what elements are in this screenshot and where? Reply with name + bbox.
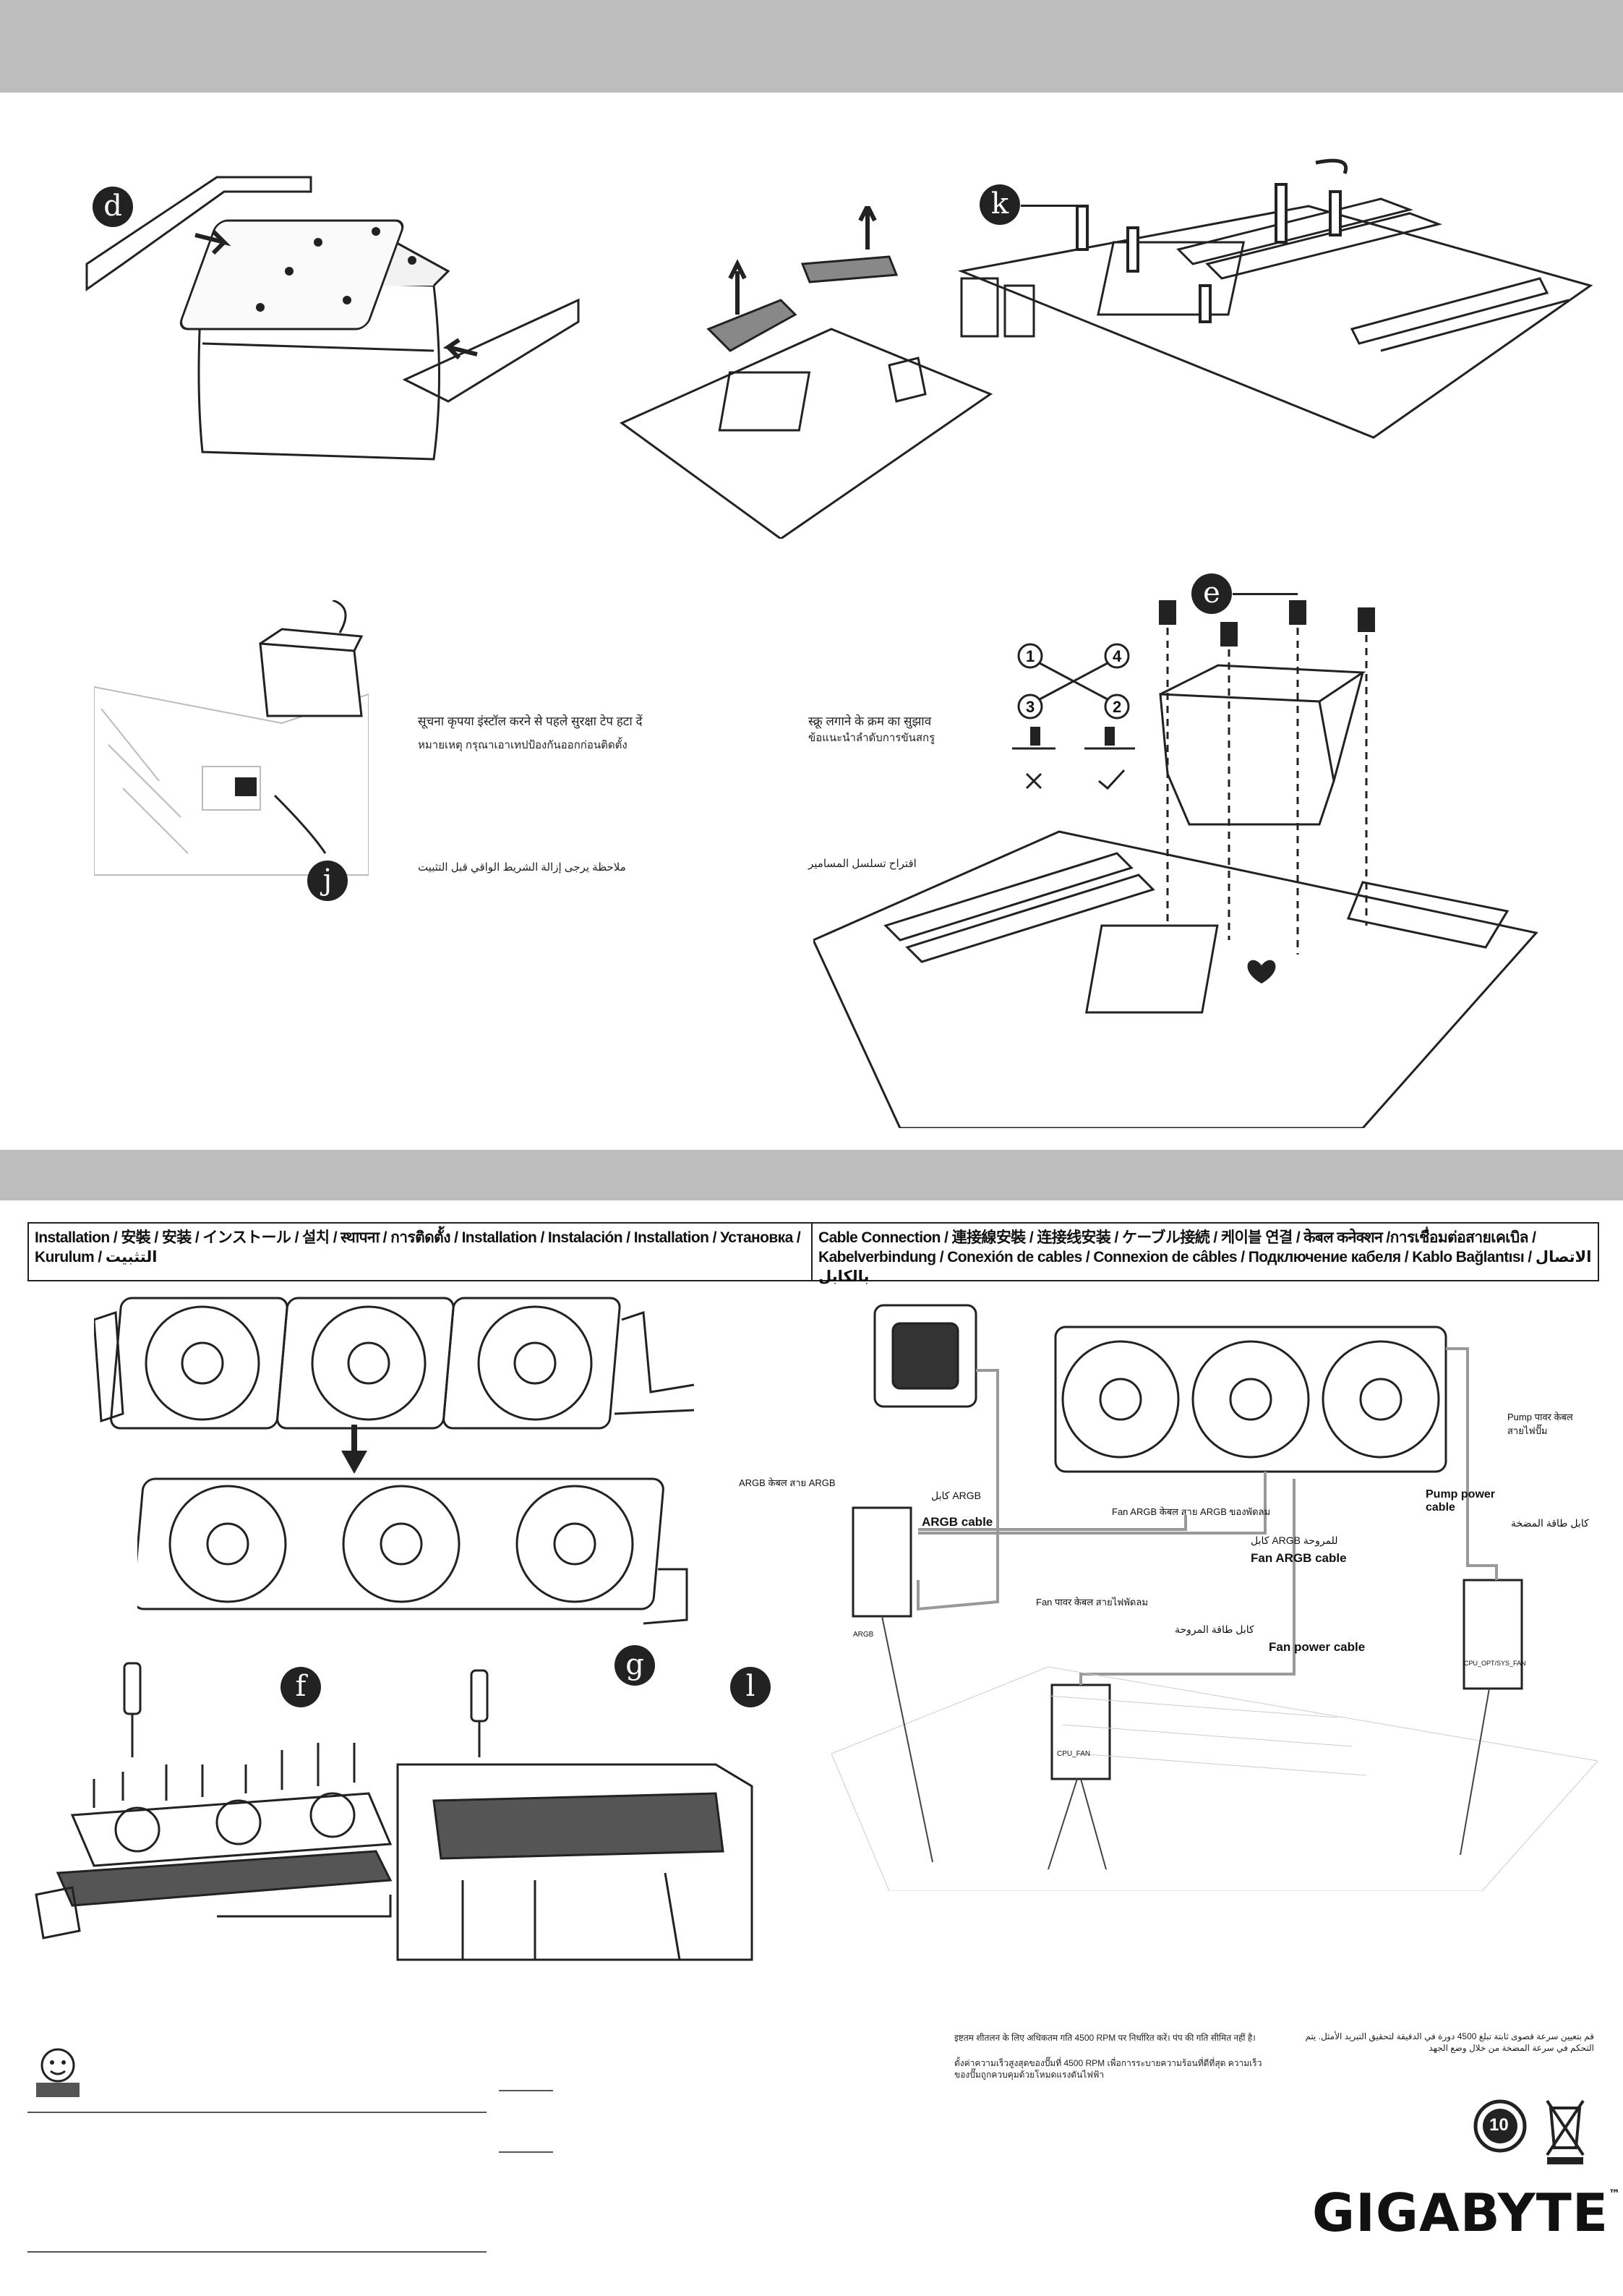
trademark-mark: ™: [1609, 2187, 1622, 2201]
top-band: [0, 0, 1623, 93]
note-tape-hindi: सूचना कृपया इंस्टॉल करने से पहले सुरक्षा…: [418, 714, 643, 728]
mascot-icon: [36, 2048, 80, 2097]
radiator-case-illustration: [396, 1669, 753, 1961]
fan-power-arabic-label: كابل طاقة المروحة: [1175, 1623, 1254, 1635]
brand-logo: GIGABYTE™: [1312, 2182, 1621, 2243]
step-f-marker: f: [281, 1667, 321, 1707]
note-tape-arabic: ملاحظة يرجى إزالة الشريط الواقي قبل التث…: [418, 861, 626, 874]
pump-header-label: CPU_OPT/SYS_FAN: [1464, 1660, 1526, 1667]
footer-short-rule-2: [499, 2151, 553, 2153]
argb-cable-local-label: ARGB केबल สาย ARGB: [739, 1477, 836, 1488]
step-d-marker: d: [93, 187, 133, 227]
pump-mount-illustration: [813, 600, 1538, 1128]
screw-order-2: 2: [1113, 698, 1122, 716]
step-k-leader: [1021, 205, 1079, 207]
fan-assembled-illustration: [137, 1477, 688, 1625]
screw-order-1: 1: [1026, 647, 1035, 665]
middle-band: [0, 1150, 1623, 1200]
note-screw-arabic: اقتراح تسلسل المسامير: [808, 858, 917, 870]
footer-rule-1: [27, 2112, 487, 2113]
screw-order-3: 3: [1026, 698, 1035, 716]
note-tape-thai: หมายเหตุ กรุณาเอาเทปป้องกันออกก่อนติดตั้…: [418, 739, 628, 751]
weee-bin-icon: [1546, 2099, 1585, 2164]
screw-order-4: 4: [1113, 647, 1122, 665]
brand-name: GIGABYTE: [1312, 2182, 1609, 2243]
pump-arabic-label: كابل طاقة المضخة: [1511, 1517, 1589, 1529]
argb-cable-label: ARGB cable: [922, 1515, 993, 1529]
eco-10-icon: [1473, 2099, 1527, 2153]
down-arrow-icon: [341, 1425, 367, 1474]
installation-header: Installation / 安裝 / 安装 / インストール / 설치 / स…: [27, 1222, 813, 1281]
step-l-marker: l: [730, 1667, 771, 1707]
fan-argb-cable-label: Fan ARGB cable: [1251, 1551, 1347, 1565]
step-e-leader: [1233, 593, 1298, 595]
step-g-marker: g: [614, 1645, 655, 1686]
step-e-marker: e: [1191, 573, 1232, 614]
fan-argb-local-label: Fan ARGB केबल สาย ARGB ของพัดลม: [1112, 1506, 1271, 1517]
standoff-install-illustration: [957, 158, 1593, 439]
fan-chain-illustration: [94, 1297, 695, 1430]
remove-tape-illustration: [94, 600, 369, 876]
fan-power-cable-label: Fan power cable: [1269, 1640, 1366, 1654]
pump-power-cable-label: Pump power cable: [1426, 1488, 1496, 1514]
footer-short-rule-1: [499, 2090, 553, 2091]
argb-header-label: ARGB: [853, 1631, 874, 1639]
eco-10-label: 10: [1489, 2115, 1509, 2135]
note-screw-hindi: स्क्रू लगाने के क्रम का सुझाव: [808, 714, 932, 728]
fan-argb-arabic-label: كابل ARGB للمروحة: [1251, 1535, 1338, 1546]
argb-cable-arabic-label: كابل ARGB: [931, 1490, 982, 1501]
backplate-removal-illustration: [620, 206, 993, 539]
cable-connection-diagram: [831, 1304, 1598, 1891]
footer-rule-2: [27, 2251, 487, 2253]
fan-power-local-label: Fan पावर केबल สายไฟพัดลม: [1036, 1597, 1148, 1608]
waterblock-bracket-illustration: [85, 176, 580, 461]
screw-order-diagram: [1012, 643, 1135, 790]
cpu-fan-header-label: CPU_FAN: [1057, 1750, 1091, 1758]
fan-radiator-illustration: [35, 1662, 393, 1939]
footer-note-arabic: قم بتعيين سرعة قصوى ثابتة تبلغ 4500 دورة…: [1305, 2031, 1594, 2053]
footer-note-hindi: इष्टतम शीतलन के लिए अधिकतम गति 4500 RPM …: [954, 2033, 1256, 2043]
step-j-marker: j: [307, 861, 348, 901]
pump-local-label: Pump पावर केबल สายไฟปั๊ม: [1507, 1412, 1573, 1436]
note-screw-thai: ข้อแนะนำลำดับการขันสกรู: [808, 732, 935, 744]
footer-note-thai: ตั้งค่าความเร็วสูงสุดของปั๊มที่ 4500 RPM…: [954, 2058, 1262, 2080]
step-k-marker: k: [980, 184, 1020, 225]
cable-connection-header: Cable Connection / 連接線安裝 / 连接线安装 / ケーブル接…: [811, 1222, 1599, 1285]
